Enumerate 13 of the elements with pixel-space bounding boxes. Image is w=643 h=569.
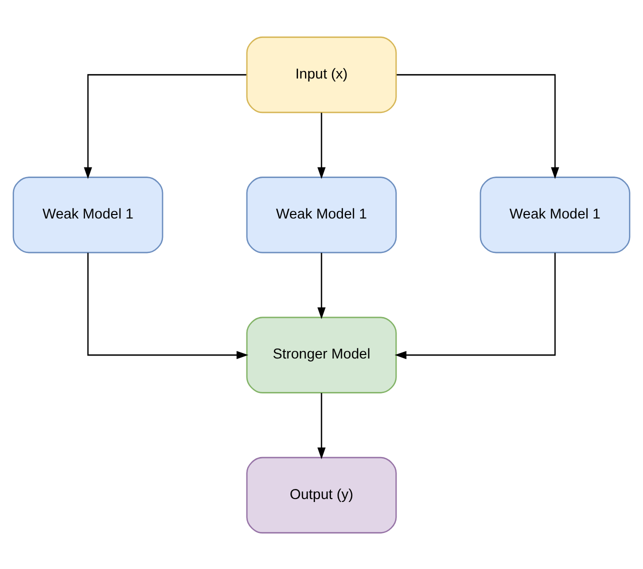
arrow [394,252,556,359]
arrow [317,112,326,178]
node-box: Weak Model 1 [480,176,630,253]
node-box: Stronger Model [246,316,397,393]
node-box: Output (y) [246,456,397,533]
node-box: Input (x) [246,36,397,113]
node-box: Weak Model 1 [12,176,164,253]
arrow [317,252,326,319]
arrow [87,252,248,359]
arrow [396,74,560,178]
arrow [84,74,246,178]
node-box: Weak Model 1 [246,176,397,253]
arrow [317,392,326,459]
